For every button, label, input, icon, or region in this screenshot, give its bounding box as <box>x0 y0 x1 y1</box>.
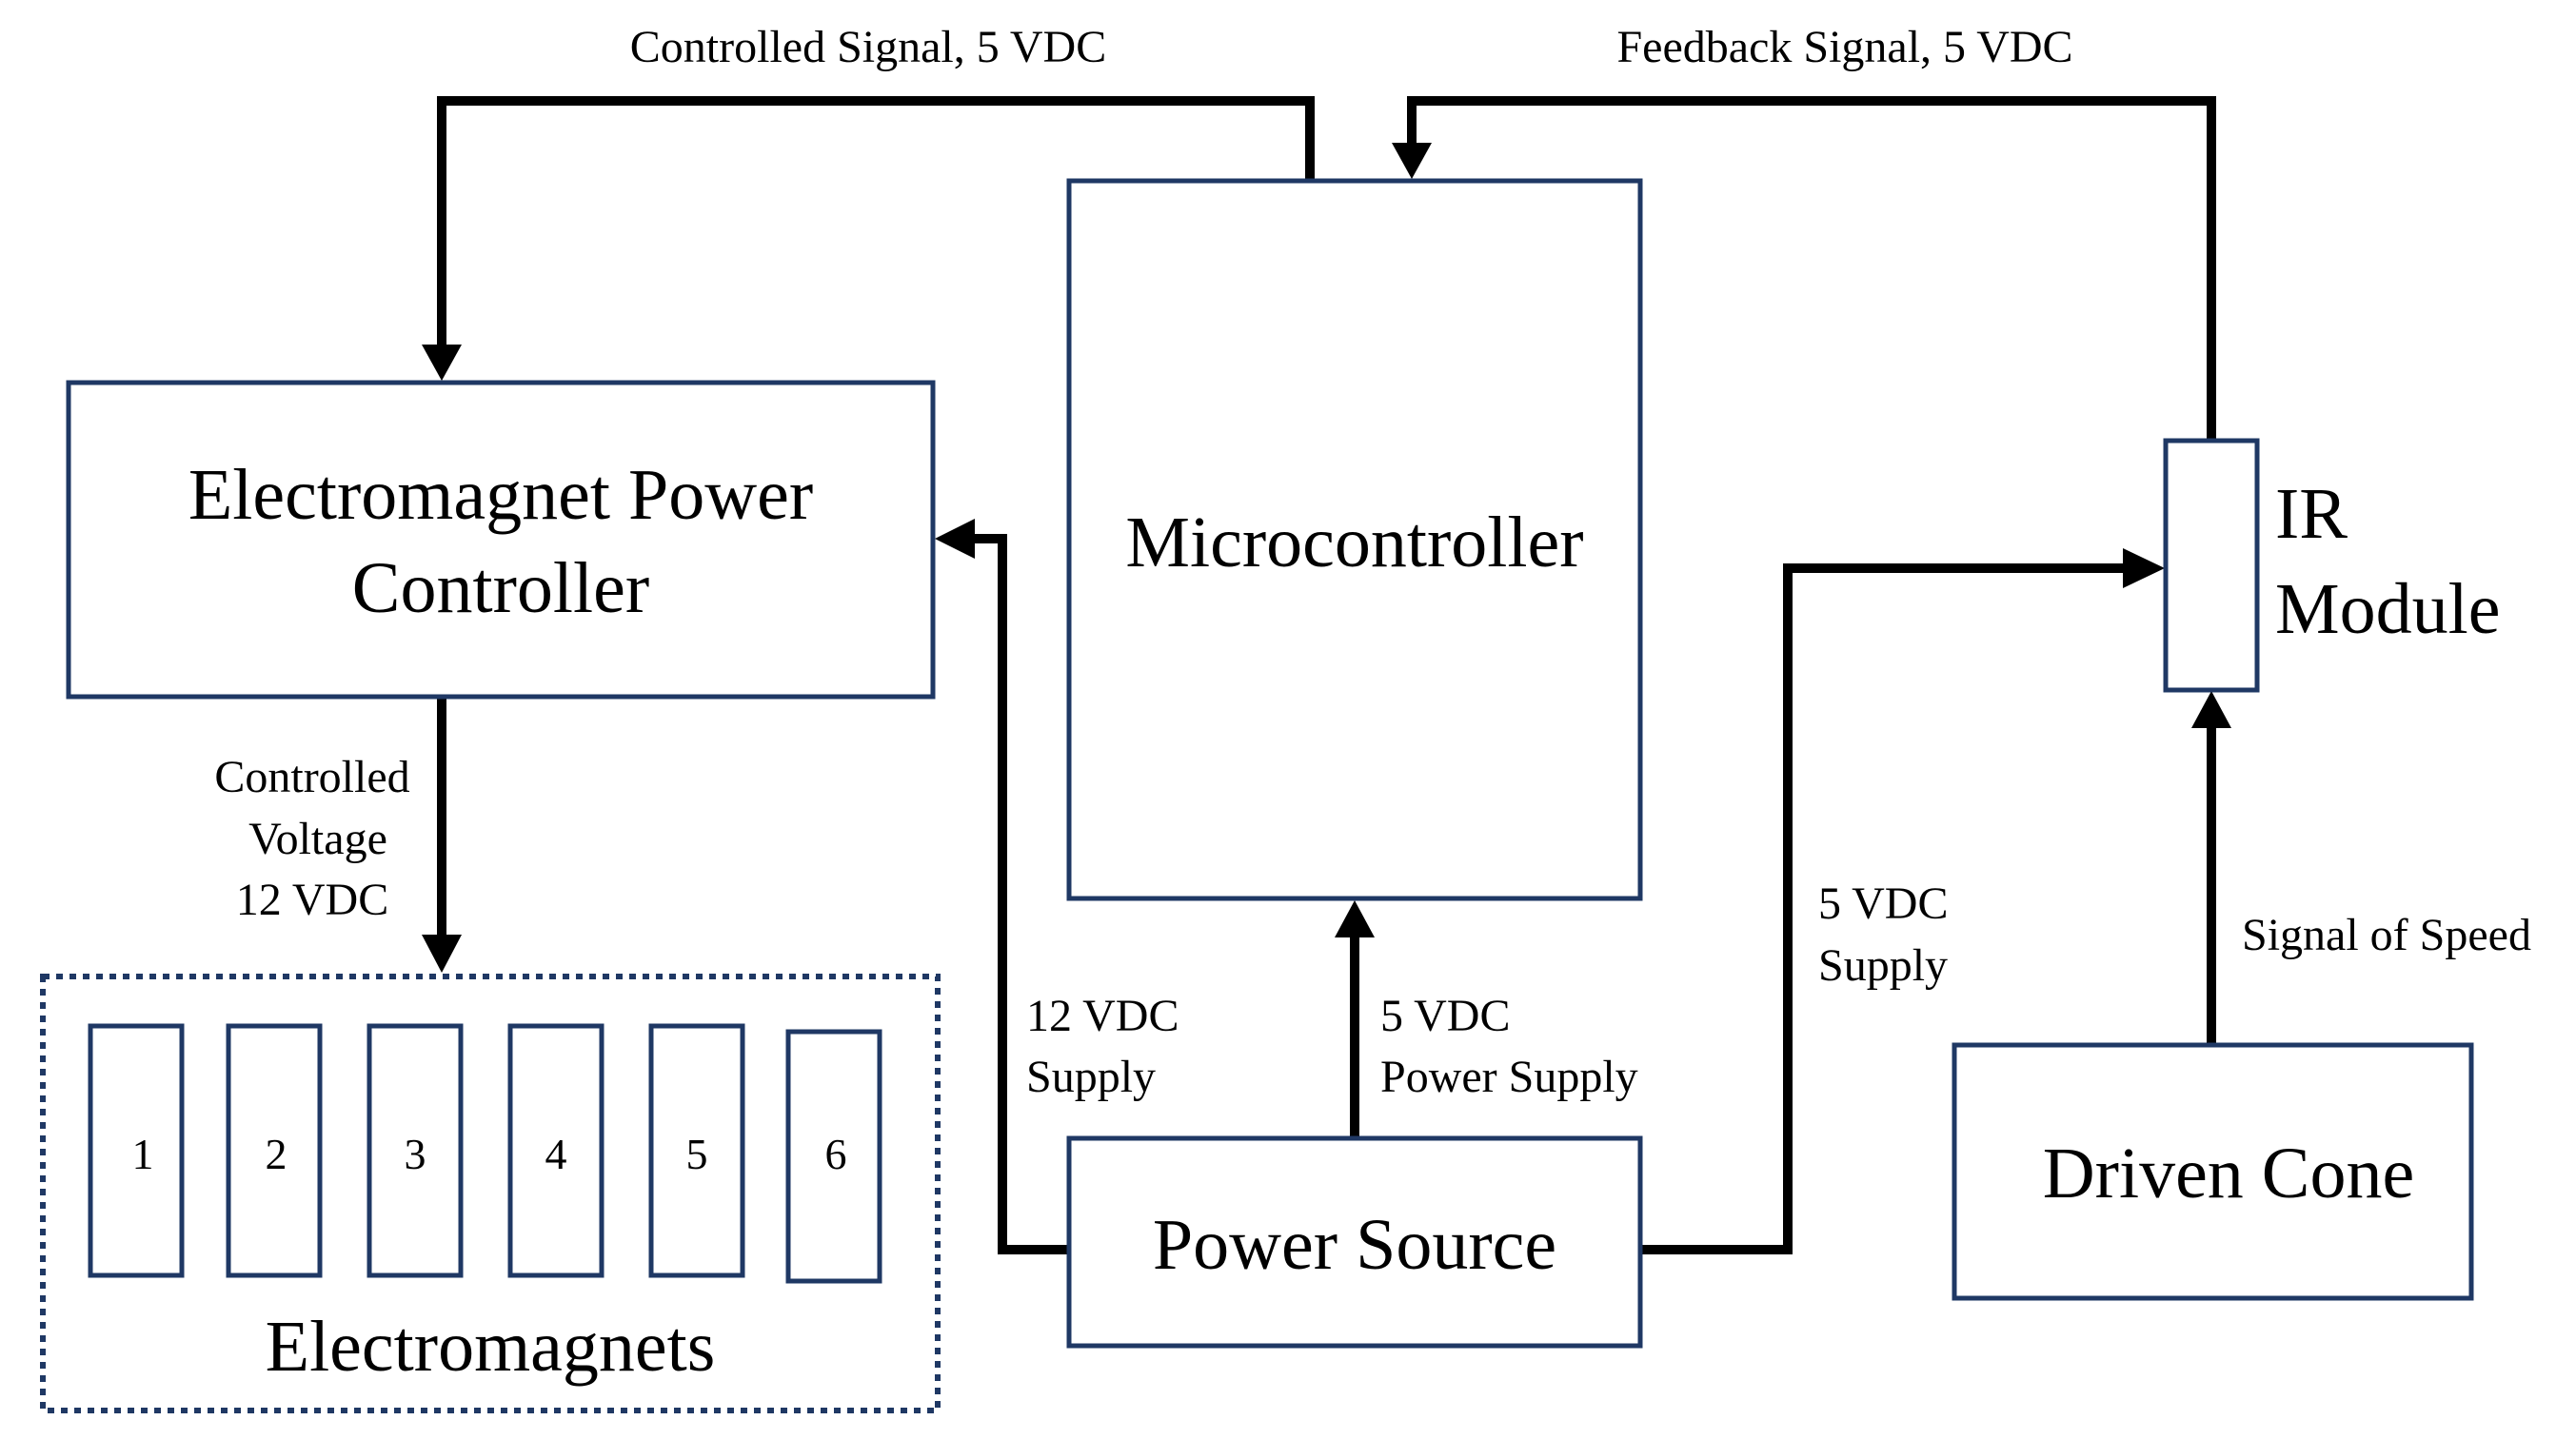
power-5vdc-arrowhead <box>1335 900 1375 937</box>
electromagnets-title: Electromagnets <box>266 1307 716 1387</box>
electromagnet-2-label: 2 <box>266 1130 287 1178</box>
supply-5vdc-label-line1: 5 VDC <box>1818 878 1948 929</box>
power-source-block: Power Source <box>1066 1135 1643 1349</box>
connector-labels: Controlled Signal, 5 VDC Feedback Signal… <box>214 22 2531 1102</box>
controlled-voltage-label-line1: Controlled <box>214 752 409 802</box>
electromagnet-1 <box>88 1023 185 1278</box>
ir-module-title-line1: IR <box>2275 474 2348 554</box>
driven-cone-title: Driven Cone <box>2043 1134 2414 1213</box>
power-controller-title-line2: Controller <box>352 548 649 628</box>
power-source-title: Power Source <box>1153 1205 1556 1285</box>
supply-12vdc-label-line2: Supply <box>1026 1052 1156 1102</box>
power-5vdc-label-line1: 5 VDC <box>1380 991 1510 1041</box>
ir-module-block: IR Module <box>2163 438 2500 693</box>
supply-5vdc-wire <box>1635 563 2132 1254</box>
electromagnet-5-label: 5 <box>686 1130 708 1178</box>
signal-speed-label: Signal of Speed <box>2242 910 2531 960</box>
controlled-signal-arrowhead <box>422 345 462 381</box>
power-controller-block: Electromagnet Power Controller <box>66 380 936 700</box>
controlled-signal-wire <box>437 96 1315 352</box>
supply-12vdc-label-line1: 12 VDC <box>1026 991 1179 1041</box>
electromagnet-6 <box>785 1029 882 1284</box>
supply-5vdc-label-line2: Supply <box>1818 940 1948 991</box>
supply-12vdc-arrowhead <box>935 519 975 559</box>
electromagnet-coils: 1 2 3 4 5 6 <box>88 1023 882 1284</box>
driven-cone-block: Driven Cone <box>1952 1042 2474 1301</box>
electromagnet-3-label: 3 <box>405 1130 426 1178</box>
electromagnet-4 <box>507 1023 604 1278</box>
controlled-voltage-label-line2: Voltage <box>248 814 387 864</box>
microcontroller-title: Microcontroller <box>1125 503 1583 582</box>
connectors <box>422 96 2231 1254</box>
electromagnet-3 <box>367 1023 464 1278</box>
electromagnet-5 <box>648 1023 745 1278</box>
controlled-signal-label: Controlled Signal, 5 VDC <box>630 22 1106 72</box>
ir-module-title-line2: Module <box>2275 569 2500 649</box>
supply-12vdc-wire <box>966 534 1074 1254</box>
electromagnets-group: 1 2 3 4 5 6 Electromagnets <box>40 974 941 1413</box>
controlled-voltage-label-line3: 12 VDC <box>236 875 388 925</box>
feedback-signal-arrowhead <box>1392 143 1432 179</box>
controlled-voltage-arrowhead <box>422 935 462 973</box>
feedback-signal-label: Feedback Signal, 5 VDC <box>1616 22 2072 72</box>
microcontroller-block: Microcontroller <box>1066 178 1643 901</box>
electromagnet-4-label: 4 <box>545 1130 567 1178</box>
electromagnet-2 <box>226 1023 323 1278</box>
signal-speed-arrowhead <box>2191 691 2231 728</box>
supply-5vdc-arrowhead <box>2123 548 2165 588</box>
electromagnet-1-label: 1 <box>132 1130 154 1178</box>
feedback-signal-wire <box>1407 96 2216 445</box>
power-controller-title-line1: Electromagnet Power <box>188 455 813 535</box>
electromagnet-6-label: 6 <box>825 1130 847 1178</box>
power-5vdc-label-line2: Power Supply <box>1380 1052 1638 1102</box>
